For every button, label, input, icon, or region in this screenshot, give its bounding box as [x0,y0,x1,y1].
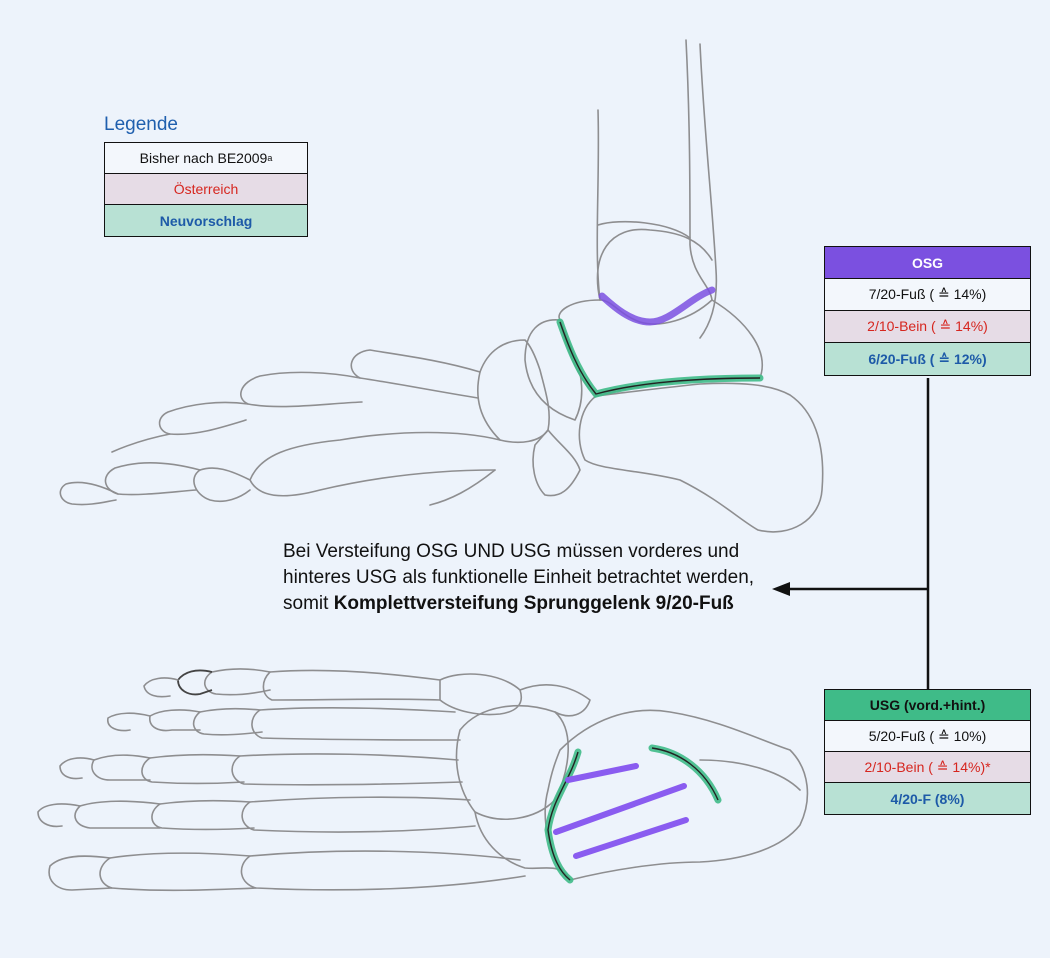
usg-table: USG (vord.+hint.) 5/20-Fuß ( ≙ 10%) 2/10… [824,689,1031,815]
usg-row-oesterreich: 2/10-Bein ( ≙ 14%)* [825,752,1030,783]
usg-header: USG (vord.+hint.) [825,690,1030,721]
usg-row-neuvorschlag: 4/20-F (8%) [825,783,1030,814]
toe-bones-lateral [105,463,200,495]
foot-dorsal-view [38,669,807,890]
osg-row-neuvorschlag: 6/20-Fuß ( ≙ 12%) [825,343,1030,375]
calcaneus-bone [579,383,822,532]
osg-header: OSG [825,247,1030,279]
fusion-note-bold: Komplettversteifung Sprunggelenk 9/20-Fu… [334,593,734,614]
osg-joint-highlight [602,290,712,322]
navicular-bone [525,320,582,420]
osg-row-oesterreich: 2/10-Bein ( ≙ 14%) [825,311,1030,343]
osg-row-bisher: 7/20-Fuß ( ≙ 14%) [825,279,1030,311]
fusion-note: Bei Versteifung OSG UND USG müssen vorde… [283,539,783,617]
fusion-stripes [556,766,686,856]
legend-row-neuvorschlag: Neuvorschlag [105,205,307,236]
connector-lines [790,378,928,689]
metatarsal-bones [351,350,480,398]
usg-row-bisher: 5/20-Fuß ( ≙ 10%) [825,721,1030,752]
osg-table: OSG 7/20-Fuß ( ≙ 14%) 2/10-Bein ( ≙ 14%)… [824,246,1031,376]
legend-title: Legende [104,114,178,136]
legend-row-oesterreich: Österreich [105,174,307,205]
